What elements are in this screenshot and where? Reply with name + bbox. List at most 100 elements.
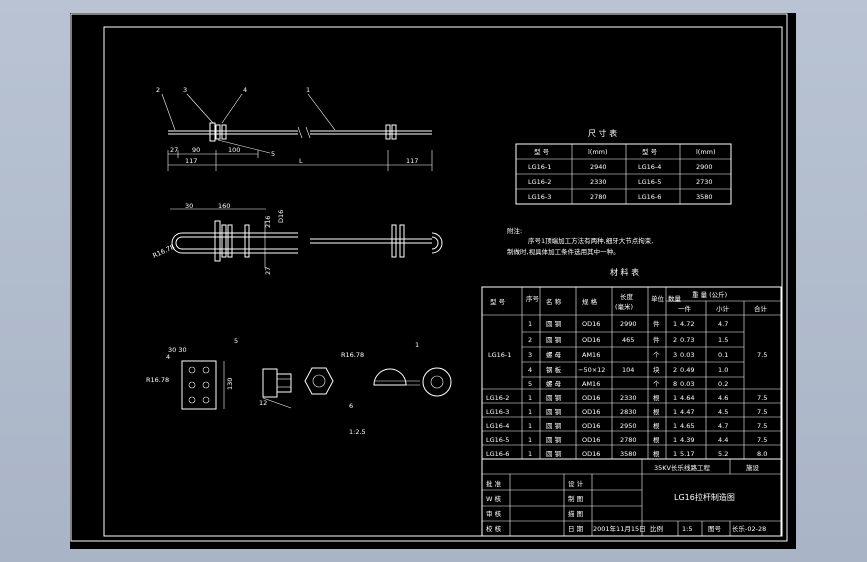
mat-g3-c1: 螺 母 xyxy=(546,350,562,359)
title-scale-value: 1:5 xyxy=(682,525,692,533)
mat-r6-c7: 5.17 xyxy=(680,450,694,458)
mat-group-total: 7.5 xyxy=(757,351,767,359)
mat-g4-c4: 块 xyxy=(653,365,660,374)
title-design: 设 计 xyxy=(568,479,584,488)
mat-r6-c6: 1 xyxy=(673,450,677,458)
mat-r6-c2: 圆 钢 xyxy=(546,450,562,458)
mat-r6-c3: OD16 xyxy=(582,450,600,458)
dim-27: 27 xyxy=(170,146,178,154)
mat-g2-c7: 1.5 xyxy=(718,336,728,344)
dim-row3-c4: 3580 xyxy=(696,193,713,201)
mat-r5-c9: 7.5 xyxy=(757,436,767,444)
mat-h-seq: 序号 xyxy=(526,294,540,303)
mat-r2-c8: 4.6 xyxy=(718,394,728,402)
material-table-title: 材 料 表 xyxy=(610,267,639,277)
mat-g3-c7: 0.1 xyxy=(718,351,728,359)
dim-117-left: 117 xyxy=(185,157,197,165)
drawing-sheet: 2 3 4 1 5 27 90 100 117 L 117 30 160 D16… xyxy=(70,13,788,542)
dim-row1-c1: LG16-1 xyxy=(528,163,551,171)
dim-160: 160 xyxy=(218,202,230,210)
dimension-table-title: 尺 寸 表 xyxy=(588,128,617,138)
mat-r4-c8: 4.7 xyxy=(718,422,728,430)
detail-views: 4 30 30 R16.78 130 5 12 R16.78 6 1 1:2.5 xyxy=(146,337,452,436)
dim-r1678: R16.78 xyxy=(151,243,175,260)
title-approve: 批 准 xyxy=(486,479,502,488)
mat-r2-c0: LG16-2 xyxy=(486,394,509,402)
mat-g2-c6: 0.73 xyxy=(680,336,694,344)
mat-h-length: 长度 xyxy=(620,292,634,301)
dim-30: 30 xyxy=(185,202,193,210)
mat-r5-c1: 1 xyxy=(528,436,532,444)
outer-frame xyxy=(70,13,788,542)
dim-r1678b: R16.78 xyxy=(146,376,169,384)
mat-r5-c4: 2780 xyxy=(620,436,637,444)
mat-r6-c8: 5.2 xyxy=(718,450,728,458)
dim-d16: D16 xyxy=(277,210,285,223)
mat-r4-c6: 1 xyxy=(673,422,677,430)
mat-g2-c1: 圆 钢 xyxy=(546,336,562,344)
mat-g5-c0: 5 xyxy=(528,380,532,388)
elevation-view: 2 3 4 1 5 27 90 100 117 L 117 xyxy=(156,86,433,171)
mat-h-spec: 规 格 xyxy=(582,297,598,306)
mat-g1-c0: 1 xyxy=(528,320,532,328)
mat-r6-c5: 根 xyxy=(653,449,660,458)
mat-g4-c2: −50×12 xyxy=(578,366,605,374)
mat-g1-c3: 2990 xyxy=(620,320,637,328)
mat-r5-c2: 圆 钢 xyxy=(546,436,562,444)
mat-r2-c3: OD16 xyxy=(582,394,600,402)
notes-line-1: 序号1顶端加工方法有两种,细牙大节点拘束, xyxy=(528,236,653,245)
title-stage: 施设 xyxy=(746,463,760,472)
mat-r4-c3: OD16 xyxy=(582,422,600,430)
cad-viewport[interactable]: 2 3 4 1 5 27 90 100 117 L 117 30 160 D16… xyxy=(70,13,796,549)
title-review: 审 核 xyxy=(486,509,502,518)
mat-g1-c5: 1 xyxy=(673,320,677,328)
mat-h-model: 型 号 xyxy=(490,297,506,306)
mat-g2-c4: 件 xyxy=(653,335,660,344)
mat-r4-c7: 4.65 xyxy=(680,422,694,430)
dim-header-l-1: l(mm) xyxy=(588,148,608,156)
mat-g4-c7: 1.0 xyxy=(718,366,728,374)
dimension-table: 尺 寸 表 型 号 l(mm) 型 号 l(mm) LG16-1 2940 LG… xyxy=(515,128,732,205)
material-table: 材 料 表 型 号 序号 名 称 规 格 长度 (毫米) 单位 数量 重 量 (… xyxy=(481,267,782,460)
mat-g2-c5: 2 xyxy=(673,336,677,344)
notes: 附注: 序号1顶端加工方法有两种,细牙大节点拘束, 制做时,视具体加工条件选用其… xyxy=(507,226,653,256)
mat-group-model: LG16-1 xyxy=(488,351,511,359)
callout-1: 1 xyxy=(306,86,310,94)
title-scale-label: 比例 xyxy=(650,524,663,533)
notes-title: 附注: xyxy=(507,226,522,235)
mat-r2-c6: 1 xyxy=(673,394,677,402)
dim-r1678c: R16.78 xyxy=(341,351,364,359)
title-drawing-title: LG16拉杆制造图 xyxy=(674,492,735,502)
mat-r5-c3: OD16 xyxy=(582,436,600,444)
mat-g3-c0: 3 xyxy=(528,351,532,359)
mat-g1-c7: 4.7 xyxy=(718,320,728,328)
mat-g1-c4: 件 xyxy=(653,319,660,328)
mat-g5-c1: 螺 母 xyxy=(546,379,562,388)
scale-label: 1:2.5 xyxy=(349,428,366,436)
mat-r5-c7: 4.39 xyxy=(680,436,694,444)
detail-callout-5: 5 xyxy=(234,337,238,345)
mat-group-rows: 1 圆 钢 OD16 2990 件 1 4.72 4.7 2 圆 钢 OD16 … xyxy=(528,319,728,388)
mat-h-weight-total: 合计 xyxy=(754,304,768,313)
mat-r5-c0: LG16-5 xyxy=(486,436,509,444)
mat-g5-c7: 0.2 xyxy=(718,380,728,388)
mat-r2-c9: 7.5 xyxy=(757,394,767,402)
title-draw: 制 图 xyxy=(568,494,583,503)
mat-r6-c1: 1 xyxy=(528,450,532,458)
detail-callout-1: 1 xyxy=(415,341,419,349)
mat-h-qty: 数量 xyxy=(668,294,682,303)
mat-h-name: 名 称 xyxy=(546,297,562,306)
mat-r2-c1: 1 xyxy=(528,394,532,402)
mat-r3-c2: 圆 钢 xyxy=(546,408,562,416)
dim-row2-c3: LG16-5 xyxy=(638,178,661,186)
mat-g1-c6: 4.72 xyxy=(680,320,694,328)
title-block: 35KV长乐线路工程 施设 LG16拉杆制造图 批 准 W 核 审 核 校 核 … xyxy=(481,458,782,537)
mat-g5-c4: 个 xyxy=(653,380,660,388)
dim-row3-c2: 2780 xyxy=(590,193,607,201)
callout-5: 5 xyxy=(271,150,275,158)
mat-h-weight: 重 量 (公斤) xyxy=(692,290,727,299)
mat-r6-c0: LG16-6 xyxy=(486,450,509,458)
mat-r3-c8: 4.5 xyxy=(718,408,728,416)
mat-h-length-unit: (毫米) xyxy=(615,302,633,311)
notes-line-2: 制做时,视具体加工条件选用其中一种。 xyxy=(507,247,620,256)
